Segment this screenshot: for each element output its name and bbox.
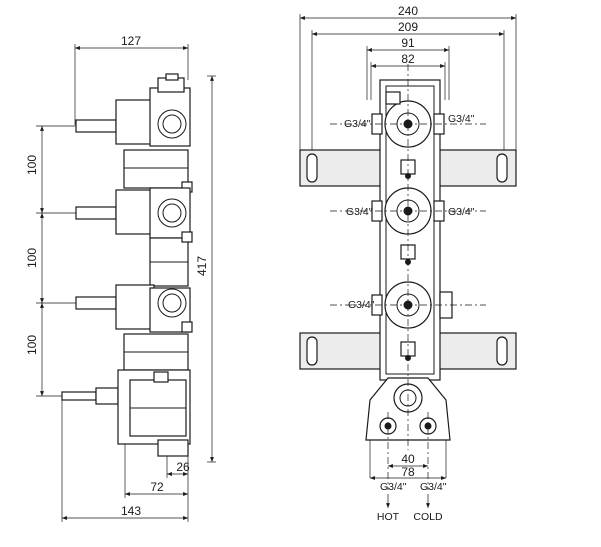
front-view: 240 209 91 82 G3/4" G3/4" G3/4" G3/4" G3… <box>299 4 517 523</box>
dim-26: 26 <box>176 460 190 474</box>
inlet-label-cold: COLD <box>413 511 443 523</box>
dim-pitch-1: 100 <box>25 155 39 175</box>
dim-82: 82 <box>401 52 415 66</box>
port-label-mid-right: G3/4" <box>448 206 475 218</box>
dim-91: 91 <box>401 36 415 50</box>
dim-78: 78 <box>401 465 415 479</box>
inlet-size-hot: G3/4" <box>380 481 407 493</box>
dim-209: 209 <box>398 20 418 34</box>
dim-240: 240 <box>398 4 418 18</box>
port-label-mid-left: G3/4" <box>346 206 373 218</box>
port-label-top-right: G3/4" <box>448 113 475 125</box>
dim-pitch-3: 100 <box>25 335 39 355</box>
inlet-size-cold: G3/4" <box>420 481 447 493</box>
dim-417: 417 <box>195 256 209 276</box>
dim-40: 40 <box>401 452 415 466</box>
dim-pitch-2: 100 <box>25 248 39 268</box>
inlet-label-hot: HOT <box>377 511 400 523</box>
port-label-top-left: G3/4" <box>344 118 371 130</box>
dim-127: 127 <box>121 34 141 48</box>
side-view: 127 100 100 100 417 26 72 143 <box>25 34 216 522</box>
dim-143: 143 <box>121 504 141 518</box>
dim-72: 72 <box>150 480 164 494</box>
port-label-bottom-left: G3/4" <box>348 299 375 311</box>
